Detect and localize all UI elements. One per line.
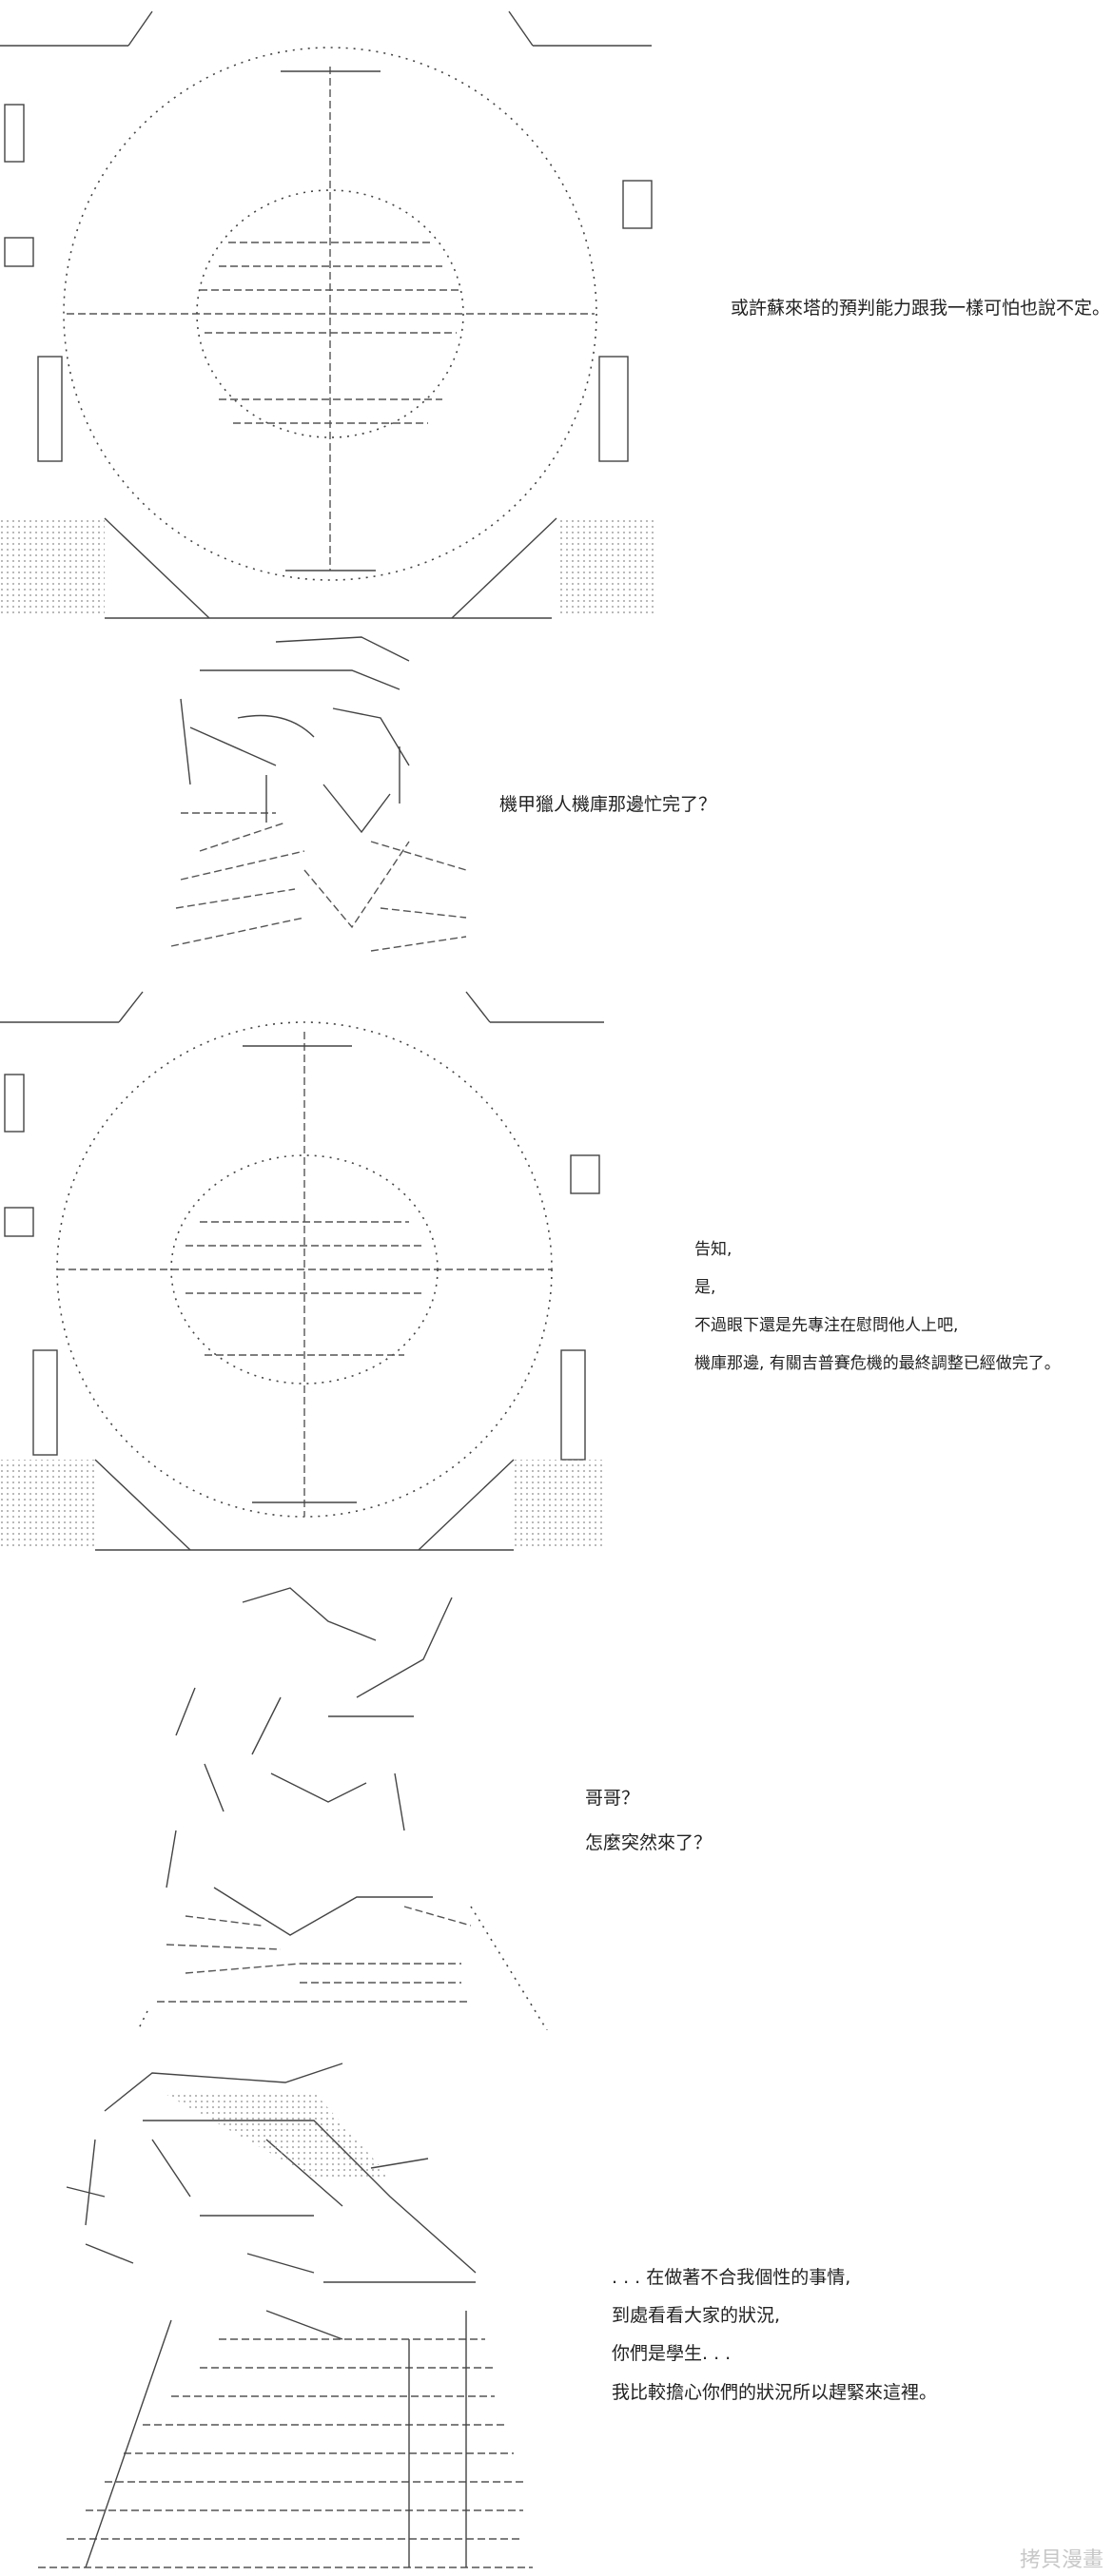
panel-4-line-2: 怎麼突然來了？	[585, 1832, 713, 1853]
scope-reticle-art-1	[0, 10, 656, 619]
panel-5-line-3: 你們是學生. . .	[612, 2343, 732, 2364]
panel-3-line-3: 不過眼下還是先專注在慰問他人上吧,	[694, 1316, 959, 1335]
panel-2-caption: 機甲獵人機庫那邊忙完了？	[499, 794, 717, 815]
panel-5-line-4: 我比較擔心你們的狀況所以趕緊來這裡。	[612, 2382, 938, 2403]
character-art-3	[38, 2063, 533, 2568]
panel-3-line-2: 是,	[694, 1278, 716, 1297]
panel-3-line-1: 告知,	[694, 1240, 732, 1259]
panel-1-caption: 或許蘇來塔的預判能力跟我一樣可怕也說不定。	[731, 298, 1111, 319]
scope-reticle-art-2	[0, 991, 604, 1551]
character-art-1	[170, 636, 467, 952]
character-art-2	[137, 1587, 548, 2030]
panel-5-line-1: . . . 在做著不合我個性的事情,	[612, 2267, 851, 2288]
panel-3-line-4: 機庫那邊, 有關吉普賽危機的最終調整已經做完了。	[694, 1354, 1061, 1373]
panel-4-line-1: 哥哥？	[585, 1788, 640, 1809]
panel-5-line-2: 到處看看大家的狀況,	[612, 2305, 781, 2326]
watermark: 拷貝漫畫	[1020, 2548, 1104, 2572]
